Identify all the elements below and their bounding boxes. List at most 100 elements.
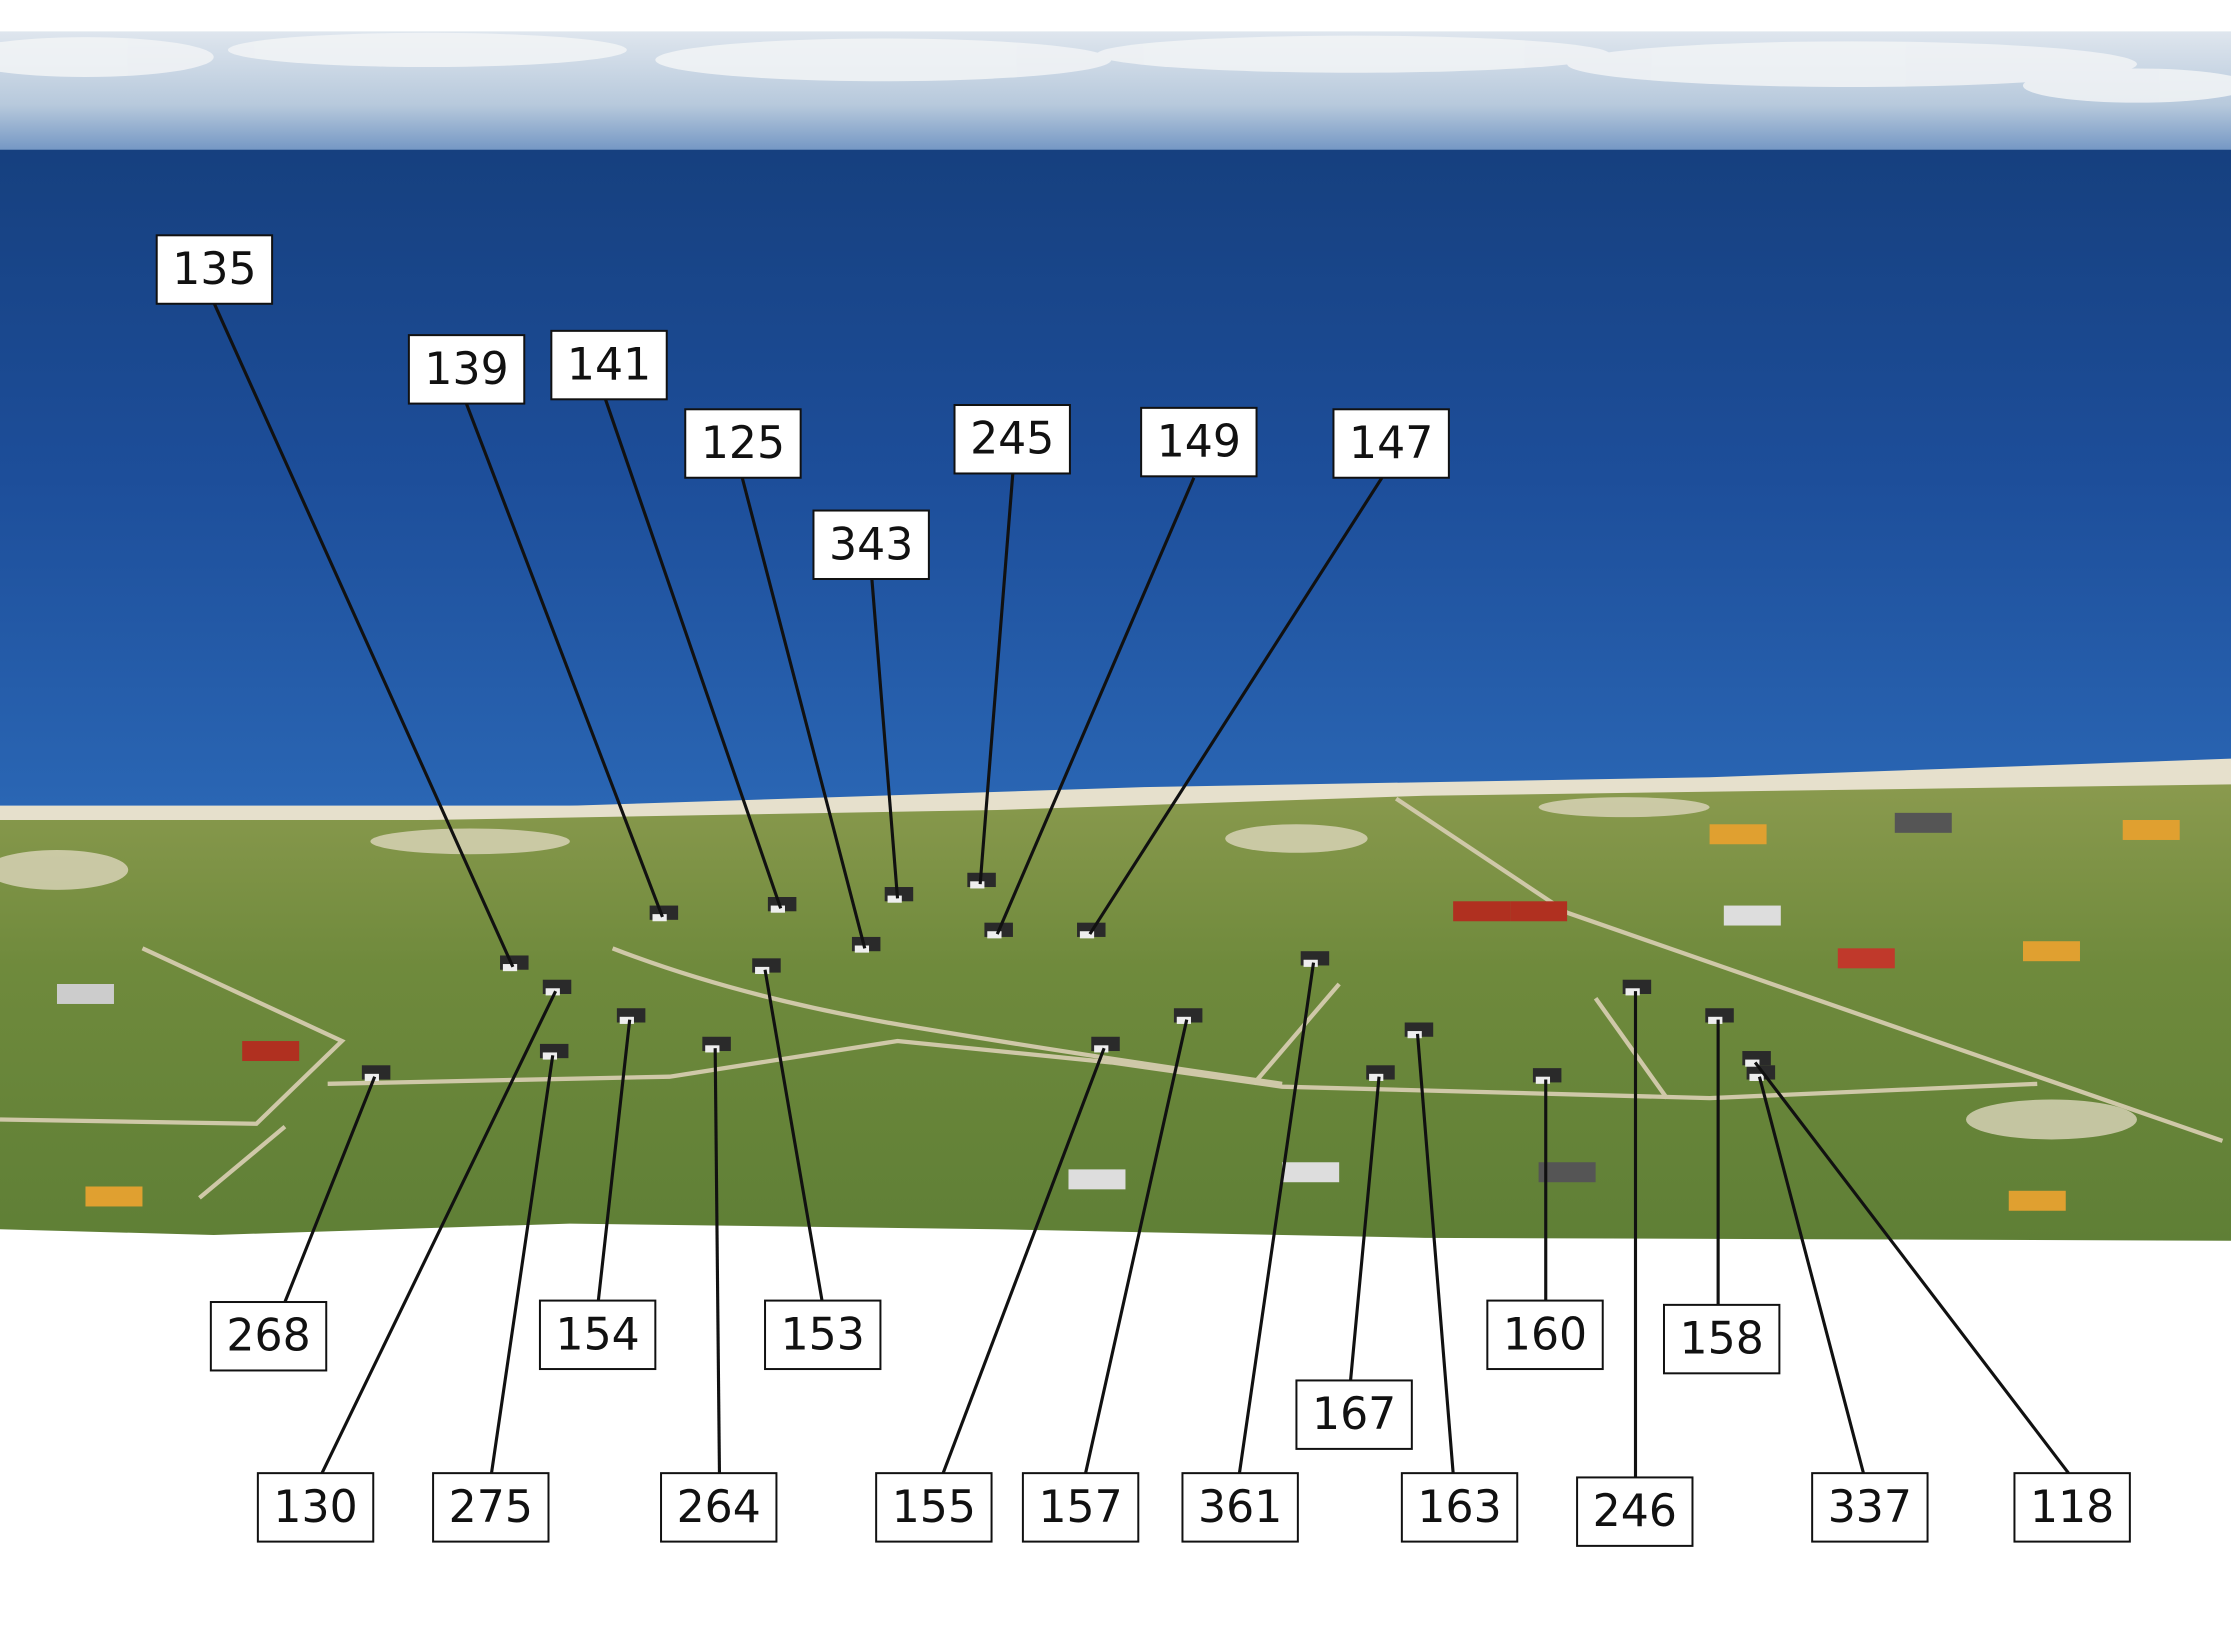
- house-wall: [1079, 931, 1095, 939]
- leader-line: [464, 401, 664, 918]
- house-wall: [1369, 1073, 1384, 1081]
- building: [56, 984, 114, 1004]
- label-box: [1332, 408, 1450, 479]
- label-box: [1662, 1303, 1781, 1375]
- house-wall: [770, 905, 785, 913]
- callout-141: 141: [550, 329, 783, 909]
- callout-268: 268: [209, 1076, 377, 1372]
- callout-130: 130: [256, 990, 558, 1543]
- house-wall: [502, 964, 518, 972]
- building: [2008, 1190, 2066, 1211]
- label-number: 268: [226, 1311, 310, 1362]
- roads: [0, 796, 2224, 1200]
- leader-line: [320, 990, 558, 1474]
- callout-163: 163: [1400, 1033, 1519, 1543]
- photo: [0, 31, 2231, 1241]
- leader-line: [763, 969, 824, 1301]
- building: [1837, 948, 1895, 969]
- house-wall: [1625, 988, 1640, 996]
- label-number: 361: [1198, 1482, 1282, 1533]
- building: [85, 1186, 143, 1207]
- clouds: [0, 32, 2231, 103]
- leader-line: [283, 1076, 377, 1303]
- callout-139: 139: [407, 334, 664, 918]
- building: [1709, 824, 1767, 845]
- dunes: [0, 797, 2137, 1140]
- label-number: 130: [273, 1482, 357, 1533]
- house-wall: [1749, 1073, 1764, 1081]
- label-number: 275: [449, 1482, 533, 1533]
- leader-line: [995, 477, 1196, 935]
- leader-line: [603, 398, 783, 909]
- house-wall: [1535, 1076, 1551, 1084]
- leader-line: [1349, 1076, 1381, 1381]
- callout-135: 135: [155, 234, 515, 968]
- label-number: 245: [970, 414, 1054, 465]
- label-box: [2013, 1472, 2131, 1543]
- house-wall: [542, 1052, 558, 1060]
- leader-line: [740, 477, 867, 949]
- house-wall: [970, 881, 985, 889]
- label-number: 155: [892, 1482, 976, 1533]
- leader-line: [978, 471, 1015, 885]
- label-box: [1140, 406, 1258, 478]
- leader-line: [212, 301, 515, 968]
- building: [2122, 820, 2180, 840]
- land: [0, 784, 2231, 1241]
- label-box: [1295, 1379, 1413, 1450]
- house-wall: [619, 1016, 634, 1024]
- label-box: [407, 334, 526, 405]
- label-number: 135: [172, 244, 256, 295]
- house-wall: [887, 895, 902, 903]
- label-number: 167: [1312, 1389, 1396, 1440]
- building: [1453, 901, 1511, 922]
- label-box: [1486, 1299, 1604, 1371]
- callout-158: 158: [1662, 1019, 1781, 1375]
- house-wall: [1745, 1059, 1760, 1067]
- label-box: [1576, 1476, 1694, 1547]
- houses: [56, 812, 2180, 1211]
- sea: [0, 149, 2231, 806]
- house-wall: [705, 1045, 720, 1053]
- callout-149: 149: [995, 406, 1258, 935]
- label-number: 149: [1157, 417, 1241, 468]
- callout-154: 154: [538, 1019, 657, 1371]
- callout-167: 167: [1295, 1076, 1413, 1450]
- house-wall: [987, 931, 1002, 939]
- house-wall: [755, 966, 770, 975]
- label-box: [660, 1472, 778, 1543]
- label-box: [538, 1299, 657, 1371]
- label-number: 160: [1503, 1309, 1587, 1360]
- label-number: 246: [1593, 1486, 1677, 1537]
- label-number: 343: [829, 519, 913, 570]
- label-box: [1400, 1472, 1519, 1543]
- leader-line: [1757, 1076, 1865, 1474]
- callout-246: 246: [1576, 991, 1694, 1547]
- building: [1282, 1162, 1340, 1183]
- label-number: 125: [701, 418, 785, 469]
- building: [242, 1041, 300, 1062]
- label-number: 158: [1680, 1314, 1764, 1365]
- callout-157: 157: [1021, 1019, 1189, 1543]
- label-number: 153: [781, 1309, 865, 1360]
- callout-337: 337: [1757, 1076, 1929, 1543]
- building: [1894, 812, 1952, 833]
- house-wall: [364, 1073, 379, 1081]
- house-wall: [545, 988, 560, 996]
- house-wall: [1303, 959, 1318, 967]
- label-box: [432, 1472, 550, 1543]
- callout-118: 118: [1753, 1061, 2131, 1543]
- label-number: 163: [1417, 1482, 1501, 1533]
- label-box: [209, 1301, 328, 1372]
- callout-153: 153: [763, 969, 882, 1371]
- house-wall: [652, 914, 667, 922]
- leader-line: [596, 1019, 632, 1301]
- label-number: 264: [677, 1482, 761, 1533]
- callout-245: 245: [953, 404, 1071, 885]
- callout-361: 361: [1181, 962, 1316, 1543]
- leader-line: [1415, 1033, 1455, 1474]
- label-number: 139: [424, 344, 508, 395]
- leader-line: [1084, 1019, 1189, 1474]
